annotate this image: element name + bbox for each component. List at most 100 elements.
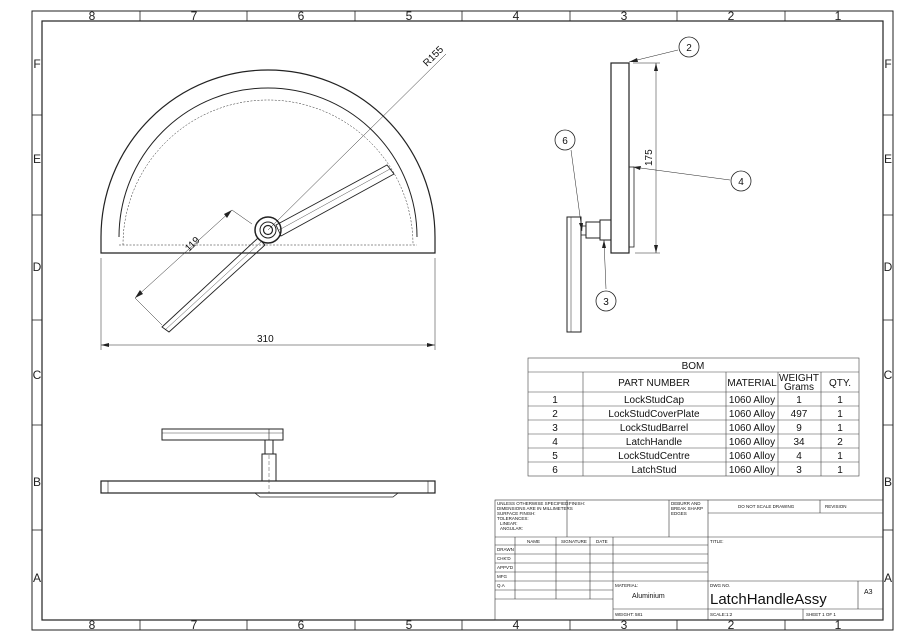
title-label: TITLE: bbox=[710, 539, 724, 544]
col-label: 3 bbox=[621, 618, 628, 632]
sheet-size: A3 bbox=[864, 589, 873, 596]
bom-weight: 3 bbox=[796, 465, 802, 476]
bom-weight: 1 bbox=[796, 395, 802, 406]
do-not-scale-note: DO NOT SCALE DRAWING bbox=[738, 504, 795, 509]
bom-material: 1060 Alloy bbox=[729, 409, 775, 420]
col-label: 4 bbox=[513, 618, 520, 632]
col-label: 4 bbox=[513, 9, 520, 23]
bom-item: 5 bbox=[552, 451, 558, 462]
bom-material: 1060 Alloy bbox=[729, 437, 775, 448]
row-label: A bbox=[884, 571, 892, 585]
bom-qty: 1 bbox=[837, 451, 843, 462]
col-header-date: DATE bbox=[596, 539, 608, 544]
bom-item: 4 bbox=[552, 437, 558, 448]
col-label: 2 bbox=[728, 9, 735, 23]
front-view bbox=[100, 69, 436, 333]
bom-weight: 9 bbox=[796, 423, 802, 434]
sheet-number: SHEET 1 OF 1 bbox=[806, 612, 836, 617]
bom-header-part: PART NUMBER bbox=[618, 378, 690, 389]
drawing-number: LatchHandleAssy bbox=[710, 591, 827, 608]
row-label: C bbox=[884, 368, 893, 382]
zone-ticks bbox=[32, 11, 893, 630]
scale-label: SCALE:1:2 bbox=[710, 612, 733, 617]
deburr-note: DEBURR AND bbox=[671, 501, 701, 506]
col-label: 8 bbox=[89, 9, 96, 23]
spec-line: ANGULAR: bbox=[500, 526, 523, 531]
deburr-note: BREAK SHARP bbox=[671, 506, 703, 511]
bom-part: LockStudCoverPlate bbox=[608, 409, 700, 420]
width-dimension: 310 bbox=[257, 334, 274, 345]
radius-dimension: R155 bbox=[421, 44, 446, 69]
bom-header-material: MATERIAL bbox=[727, 378, 777, 389]
bom-item: 6 bbox=[552, 465, 558, 476]
bom-part: LockStudCentre bbox=[618, 451, 690, 462]
bom-weight: 497 bbox=[791, 409, 808, 420]
bom-title: BOM bbox=[682, 361, 705, 372]
bom-part: LockStudCap bbox=[624, 395, 684, 406]
dwg-no-label: DWG NO. bbox=[710, 583, 730, 588]
row-label: C bbox=[33, 368, 42, 382]
row-label: F bbox=[33, 57, 40, 71]
balloon-4: 4 bbox=[738, 177, 744, 188]
material-label: MATERIAL: bbox=[615, 583, 638, 588]
col-label: 7 bbox=[191, 618, 198, 632]
row-label-appvd: APPV'D bbox=[497, 565, 514, 570]
row-label: F bbox=[884, 57, 891, 71]
bom-qty: 1 bbox=[837, 465, 843, 476]
col-label: 6 bbox=[298, 9, 305, 23]
row-label: E bbox=[33, 152, 41, 166]
row-label: E bbox=[884, 152, 892, 166]
deburr-note: EDGES bbox=[671, 511, 687, 516]
bom-header-grams: Grams bbox=[784, 382, 814, 393]
bom-table bbox=[527, 357, 860, 477]
front-dimensions bbox=[100, 53, 447, 350]
row-label: B bbox=[884, 475, 892, 489]
col-label: 8 bbox=[89, 618, 96, 632]
bom-material: 1060 Alloy bbox=[729, 395, 775, 406]
spec-line: TOLERANCES: bbox=[497, 516, 529, 521]
bom-item: 1 bbox=[552, 395, 558, 406]
spec-line: LINEAR: bbox=[500, 521, 518, 526]
bom-qty: 1 bbox=[837, 423, 843, 434]
bom-qty: 1 bbox=[837, 395, 843, 406]
bom-weight: 34 bbox=[793, 437, 805, 448]
balloon-6: 6 bbox=[562, 136, 568, 147]
top-view bbox=[100, 428, 436, 498]
title-block bbox=[494, 499, 884, 621]
side-view bbox=[566, 49, 731, 333]
row-label: A bbox=[33, 571, 41, 585]
side-arrows bbox=[579, 58, 658, 253]
bom-qty: 2 bbox=[837, 437, 843, 448]
bom-part: LatchStud bbox=[631, 465, 676, 476]
spec-line: DIMENSIONS ARE IN MILLIMETERS bbox=[497, 506, 573, 511]
row-label: B bbox=[33, 475, 41, 489]
weight-label: WEIGHT: 581 bbox=[615, 612, 643, 617]
material-value: Aluminium bbox=[632, 593, 665, 600]
bom-weight: 4 bbox=[796, 451, 802, 462]
col-label: 1 bbox=[835, 618, 842, 632]
spec-line: SURFACE FINISH: bbox=[497, 511, 536, 516]
bom-material: 1060 Alloy bbox=[729, 465, 775, 476]
bom-part: LockStudBarrel bbox=[620, 423, 688, 434]
bom-header-weight: WEIGHT bbox=[779, 373, 819, 384]
col-label: 2 bbox=[728, 618, 735, 632]
col-label: 1 bbox=[835, 9, 842, 23]
balloon-2: 2 bbox=[686, 43, 692, 54]
spec-line: UNLESS OTHERWISE SPECIFIED: bbox=[497, 501, 570, 506]
col-header-signature: SIGNATURE bbox=[561, 539, 587, 544]
row-label-qa: Q.A bbox=[497, 583, 505, 588]
bom-item: 3 bbox=[552, 423, 558, 434]
bom-item: 2 bbox=[552, 409, 558, 420]
revision-label: REVISION bbox=[825, 504, 847, 509]
row-label: D bbox=[884, 260, 893, 274]
col-header-name: NAME bbox=[527, 539, 540, 544]
finish-label: FINISH: bbox=[569, 501, 585, 506]
balloon-group bbox=[554, 36, 752, 312]
dimension-arrows bbox=[101, 210, 435, 347]
row-label-chkd: CHK'D bbox=[497, 556, 511, 561]
balloon-3: 3 bbox=[603, 297, 609, 308]
bom-material: 1060 Alloy bbox=[729, 423, 775, 434]
col-label: 6 bbox=[298, 618, 305, 632]
col-label: 5 bbox=[406, 9, 413, 23]
